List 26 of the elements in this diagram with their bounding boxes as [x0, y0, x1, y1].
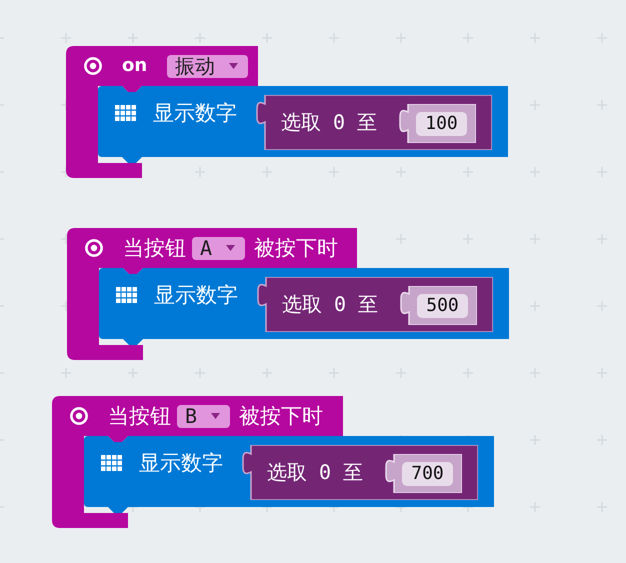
block-label: 选取 0 至 [267, 460, 364, 484]
statement-block [84, 436, 494, 513]
block-label: 被按下时 [254, 236, 338, 260]
block-label: 显示数字 [139, 451, 223, 475]
value-slot [399, 286, 477, 325]
reporter-block [255, 95, 492, 150]
value-slot [384, 454, 462, 493]
dropdown: 振动 [167, 54, 248, 78]
number-field: 100 [416, 112, 467, 136]
statement-block [98, 86, 508, 163]
value-slot [398, 104, 476, 143]
reporter-block [256, 277, 493, 332]
reporter-block [241, 445, 478, 500]
block-label: 选取 0 至 [281, 110, 378, 134]
dropdown: B [177, 404, 230, 428]
block-label: 被按下时 [239, 404, 324, 428]
block-label: 显示数字 [154, 283, 238, 307]
number-field: 700 [402, 462, 453, 486]
block-label: 当按钮 [108, 404, 171, 428]
block-label: 显示数字 [153, 101, 237, 125]
block-label: on [122, 54, 148, 78]
statement-block [99, 268, 509, 345]
dropdown: A [192, 236, 246, 260]
block-label: 选取 0 至 [282, 292, 378, 316]
block-label: 当按钮 [123, 236, 186, 260]
number-field: 500 [417, 294, 468, 318]
